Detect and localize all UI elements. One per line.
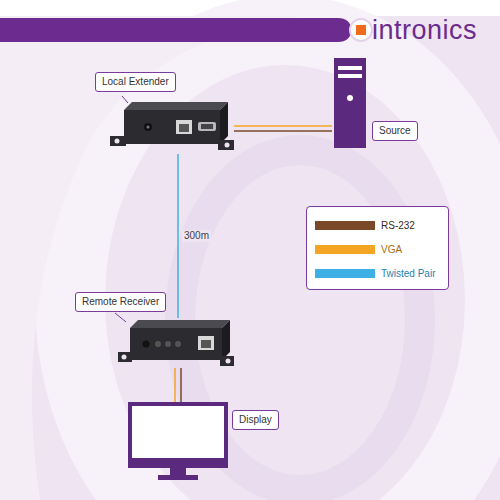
legend-row: RS-232 bbox=[307, 213, 448, 237]
legend-panel: RS-232VGA Twisted Pair bbox=[306, 206, 449, 290]
source-computer: Source bbox=[332, 56, 368, 150]
legend-swatch bbox=[315, 269, 375, 278]
legend-text: VGA bbox=[381, 244, 402, 255]
cable-line bbox=[234, 130, 332, 132]
local-extender-device: Local Extender bbox=[110, 100, 234, 154]
legend-row: Twisted Pair bbox=[307, 261, 448, 285]
device-illustration bbox=[128, 402, 228, 482]
callout-label: Source bbox=[372, 121, 418, 141]
callout-label: Local Extender bbox=[95, 72, 176, 92]
leader-line bbox=[122, 96, 128, 103]
legend-text: Twisted Pair bbox=[381, 268, 435, 279]
cable-line bbox=[174, 368, 176, 402]
cable-line bbox=[177, 154, 179, 318]
cable-line bbox=[180, 368, 182, 402]
legend-row: VGA bbox=[307, 237, 448, 261]
device-illustration bbox=[110, 100, 234, 154]
callout-label: Display bbox=[232, 410, 279, 430]
legend-swatch bbox=[315, 245, 375, 254]
brand-logo: intronics bbox=[372, 14, 477, 46]
device-illustration bbox=[118, 318, 234, 368]
cable-line bbox=[234, 125, 332, 127]
device-illustration bbox=[332, 56, 368, 150]
display-monitor: Display bbox=[128, 402, 228, 482]
distance-label: 300m bbox=[182, 230, 211, 242]
legend-swatch bbox=[315, 221, 375, 230]
remote-receiver-device: Remote Receiver bbox=[118, 318, 234, 368]
leader-line bbox=[115, 313, 126, 322]
callout-label: Remote Receiver bbox=[75, 292, 166, 312]
legend-text: RS-232 bbox=[381, 220, 415, 231]
